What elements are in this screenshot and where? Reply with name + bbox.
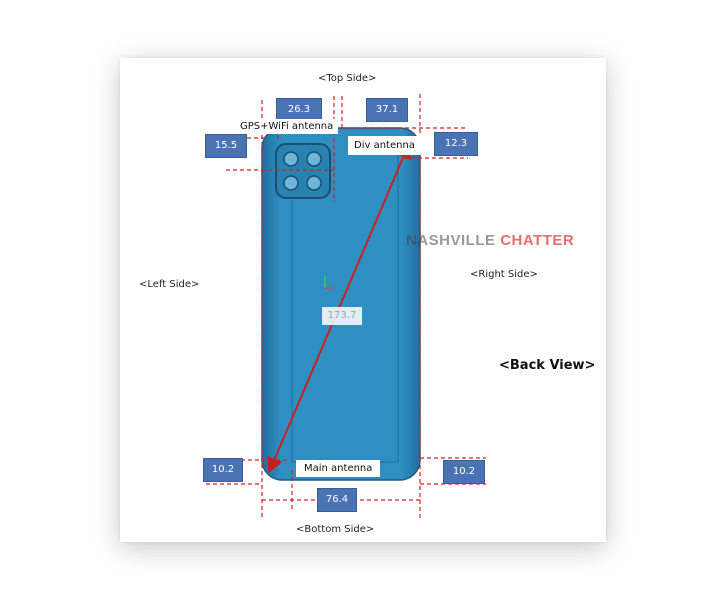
camera-module: [275, 143, 331, 199]
main-antenna-label: Main antenna: [296, 460, 381, 477]
dim-diagonal: 173.7: [322, 307, 362, 325]
left-side-label: <Left Side>: [139, 279, 200, 290]
bottom-side-label: <Bottom Side>: [296, 524, 375, 535]
top-side-label: <Top Side>: [318, 73, 377, 84]
gps-wifi-antenna-label: GPS+WiFi antenna: [235, 119, 339, 134]
camera-lens-4: [306, 175, 322, 191]
dim-left-top: 15.5: [205, 134, 247, 158]
watermark-part-2: CHATTER: [500, 232, 575, 249]
camera-lens-3: [283, 175, 299, 191]
dim-right-top: 12.3: [434, 132, 478, 156]
right-side-label: <Right Side>: [470, 269, 538, 280]
dim-bottom-width: 76.4: [317, 488, 357, 512]
watermark: NASHVILLE CHATTER: [406, 232, 574, 249]
camera-lens-2: [306, 151, 322, 167]
camera-lens-1: [283, 151, 299, 167]
back-view-label: <Back View>: [499, 358, 596, 373]
watermark-part-1: NASHVILLE: [406, 232, 496, 249]
dim-bottom-left: 10.2: [203, 458, 243, 482]
dim-bottom-right: 10.2: [443, 460, 485, 484]
dim-top-width: 26.3: [276, 98, 322, 122]
dim-top-right: 37.1: [366, 98, 408, 122]
div-antenna-label: Div antenna: [348, 136, 421, 155]
